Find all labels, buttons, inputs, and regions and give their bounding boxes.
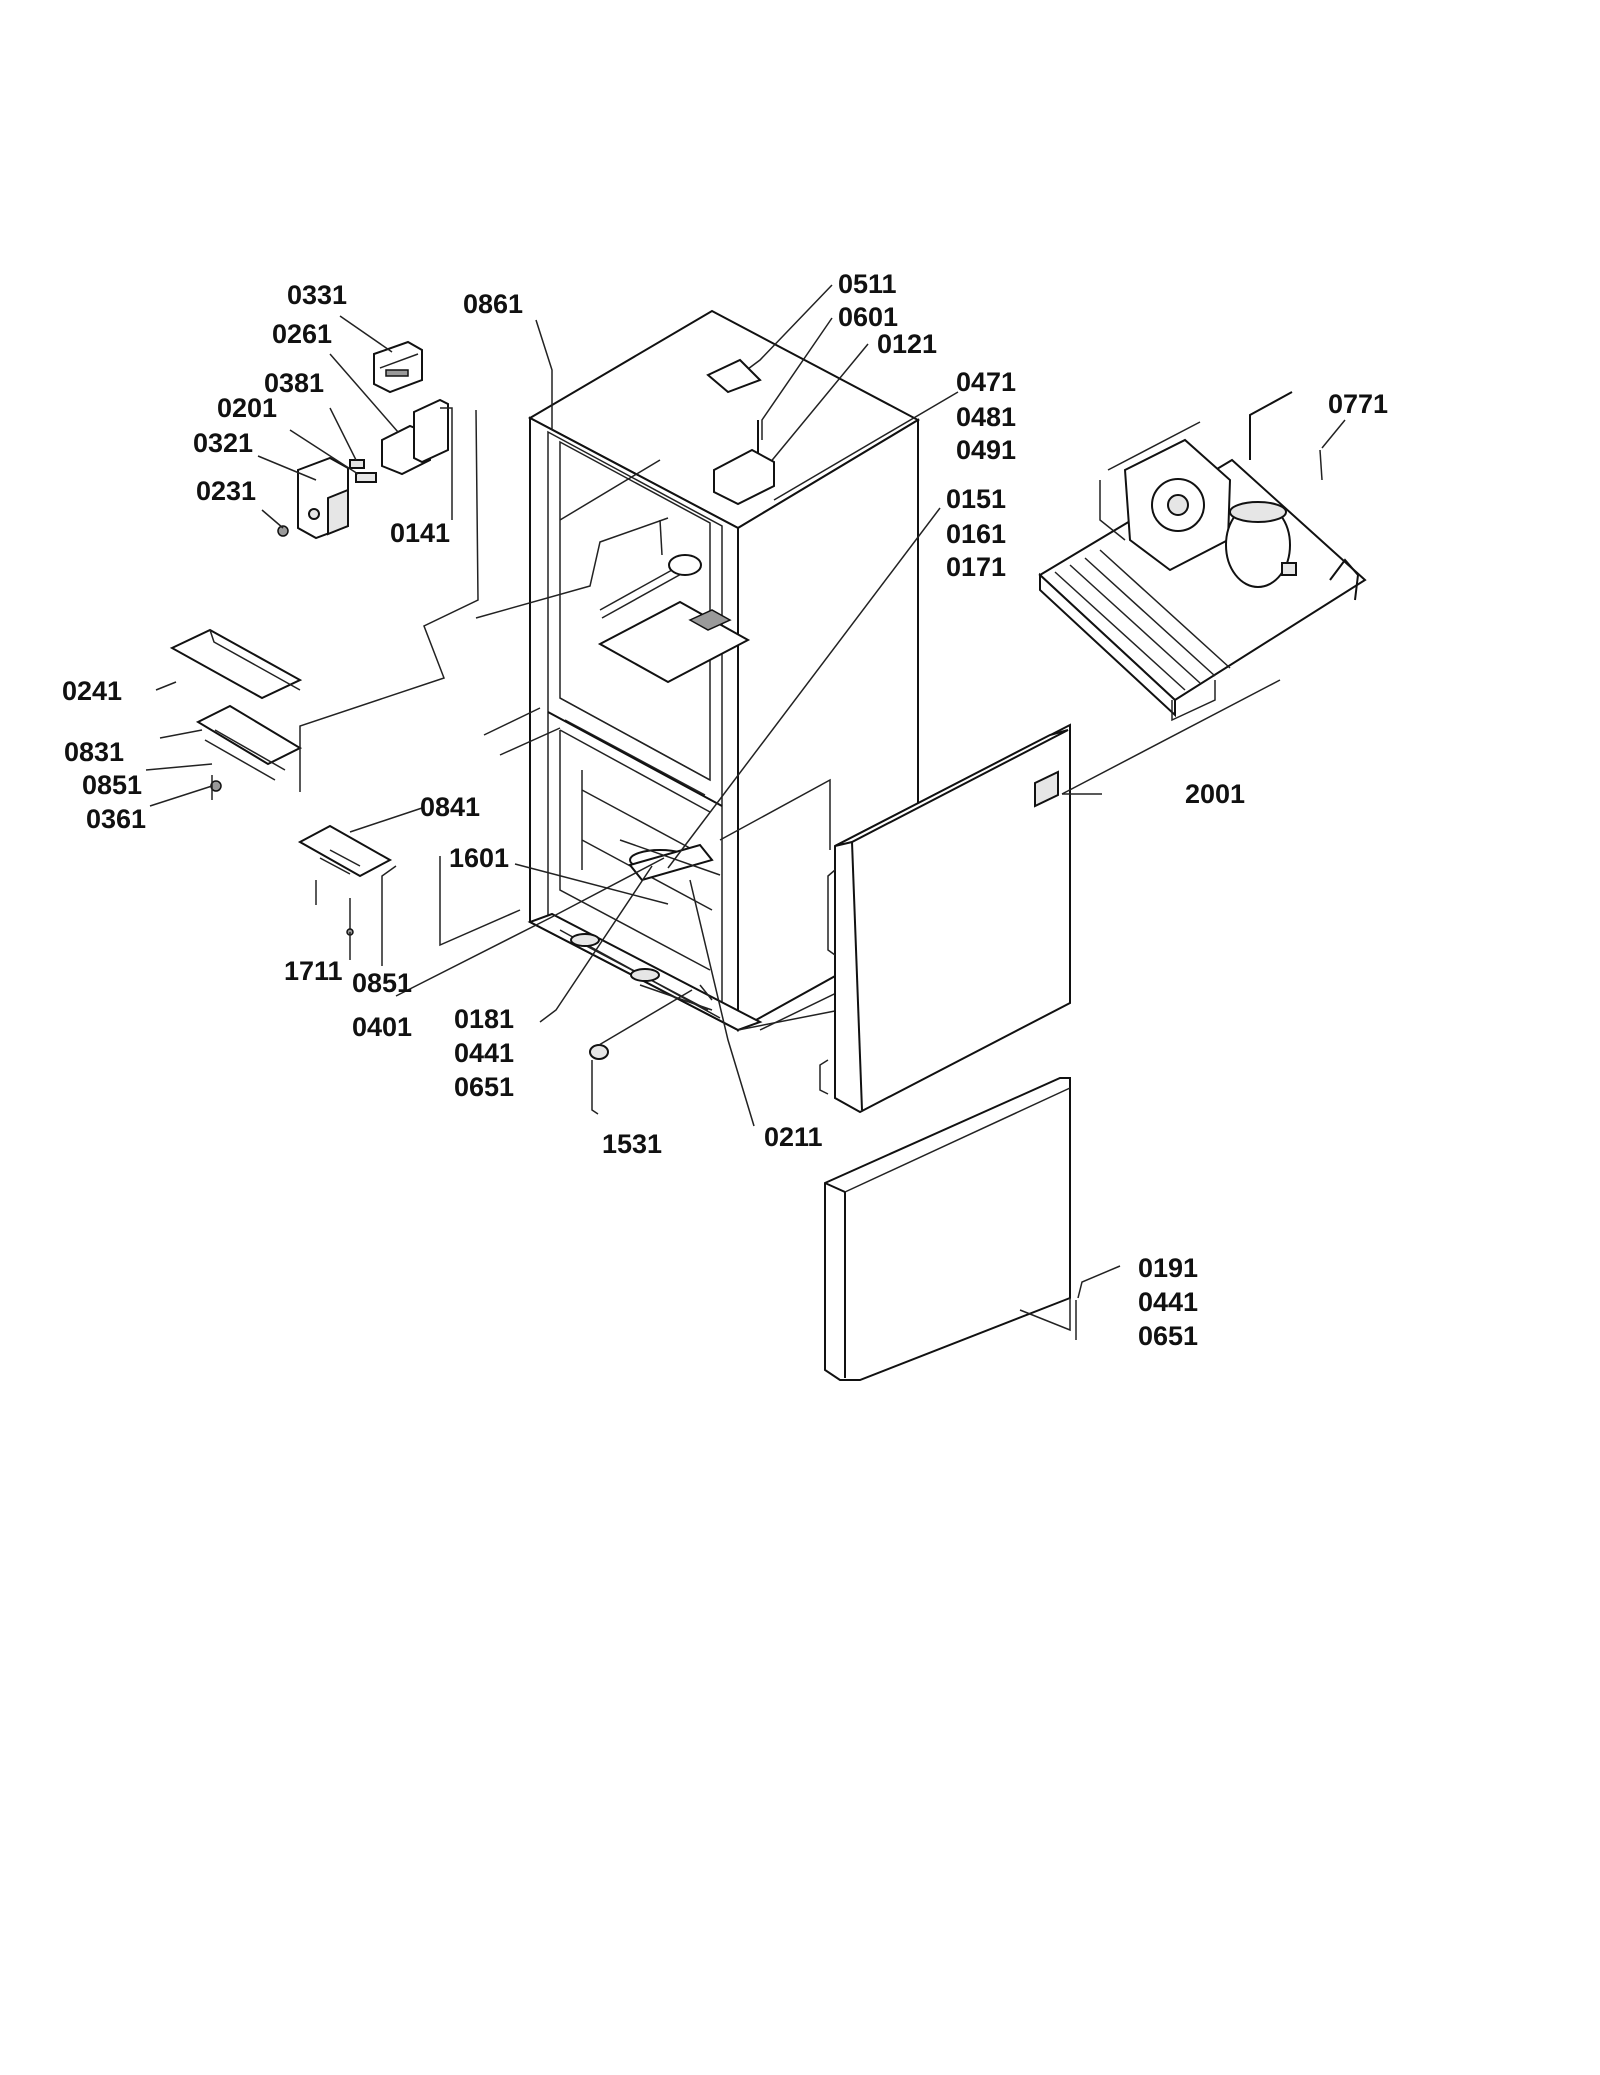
callout-labels: 0331 0261 0381 0201 0321 0231 0141 0861 … (62, 269, 1388, 1351)
callout-0441-door: 0441 (1138, 1287, 1198, 1317)
callout-0601: 0601 (838, 302, 898, 332)
callout-0211: 0211 (764, 1122, 823, 1152)
callout-0831: 0831 (64, 737, 124, 767)
callout-0771: 0771 (1328, 389, 1388, 419)
callout-0441-cabinet: 0441 (454, 1038, 514, 1068)
compressor-assembly (1038, 391, 1367, 722)
callout-0261: 0261 (272, 319, 332, 349)
callout-1711: 1711 (284, 956, 343, 986)
callout-0201: 0201 (217, 393, 277, 423)
callout-0841: 0841 (420, 792, 480, 822)
callout-0331: 0331 (287, 280, 347, 310)
callout-0241: 0241 (62, 676, 122, 706)
callout-0491: 0491 (956, 435, 1016, 465)
evaporator-cover-brackets (169, 628, 303, 800)
callout-0191: 0191 (1138, 1253, 1198, 1283)
callout-0151: 0151 (946, 484, 1006, 514)
callout-0321: 0321 (193, 428, 253, 458)
callout-0161: 0161 (946, 519, 1006, 549)
plug-1531 (589, 1044, 609, 1060)
callout-0171: 0171 (946, 552, 1006, 582)
callout-2001: 2001 (1185, 779, 1245, 809)
callout-0121: 0121 (877, 329, 937, 359)
callout-0651-door: 0651 (1138, 1321, 1198, 1351)
callout-0651-cabinet: 0651 (454, 1072, 514, 1102)
lower-drawer-door (824, 1077, 1071, 1381)
callout-0511: 0511 (838, 269, 897, 299)
callout-1601: 1601 (449, 843, 509, 873)
callout-0851-left: 0851 (82, 770, 142, 800)
callout-1531: 1531 (602, 1129, 662, 1159)
callout-0381: 0381 (264, 368, 324, 398)
callout-0471: 0471 (956, 367, 1016, 397)
callout-0861: 0861 (463, 289, 523, 319)
callout-0141: 0141 (390, 518, 450, 548)
callout-0481: 0481 (956, 402, 1016, 432)
callout-0401: 0401 (352, 1012, 412, 1042)
leader-lines (145, 284, 1346, 1340)
bracket-0841 (297, 824, 393, 936)
callout-0231: 0231 (196, 476, 256, 506)
callout-0361: 0361 (86, 804, 146, 834)
callout-0851-bracket: 0851 (352, 968, 412, 998)
callout-0181: 0181 (454, 1004, 514, 1034)
upper-door (819, 723, 1071, 1114)
